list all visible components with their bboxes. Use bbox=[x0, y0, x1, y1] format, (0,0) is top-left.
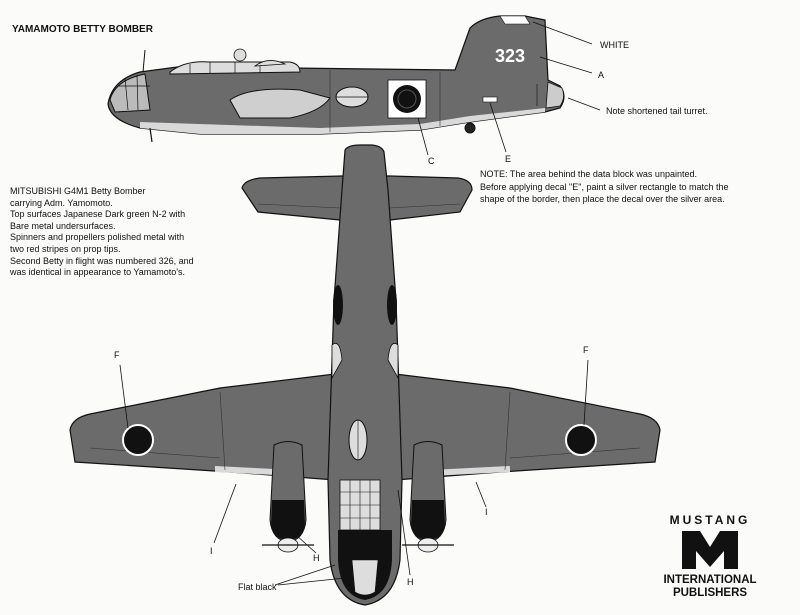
callout-f-left: F bbox=[114, 350, 120, 360]
callout-a: A bbox=[598, 70, 605, 80]
side-view: 323 bbox=[107, 15, 601, 156]
callout-i-right: I bbox=[485, 507, 488, 517]
logo-mustang: MUSTANG bbox=[669, 513, 751, 527]
description-line: was identical in appearance to Yamamoto'… bbox=[10, 267, 185, 278]
tail-white-band bbox=[499, 15, 531, 25]
publisher-logo: MUSTANG INTERNATIONAL PUBLISHERS bbox=[650, 513, 770, 600]
description-line: Top surfaces Japanese Dark green N-2 wit… bbox=[10, 209, 186, 220]
left-wing-roundel bbox=[122, 424, 154, 456]
logo-international: INTERNATIONAL bbox=[663, 574, 757, 586]
callout-c: C bbox=[428, 156, 435, 166]
description-line: MITSUBISHI G4M1 Betty Bomber bbox=[10, 186, 146, 196]
callout-tail-turret: Note shortened tail turret. bbox=[606, 106, 708, 116]
page-title: YAMAMOTO BETTY BOMBER bbox=[12, 24, 153, 35]
description-line: carrying Adm. Yamomoto. bbox=[10, 197, 113, 208]
callout-h-right: H bbox=[407, 577, 414, 587]
side-fuselage bbox=[107, 15, 565, 135]
logo-publishers: PUBLISHERS bbox=[672, 587, 748, 599]
note-line: shape of the border, then place the deca… bbox=[480, 194, 725, 204]
top-view bbox=[69, 144, 661, 606]
note-block: NOTE: The area behind the data block was… bbox=[480, 168, 780, 206]
callout-i-left: I bbox=[210, 546, 213, 556]
right-wing-roundel bbox=[565, 424, 597, 456]
callout-h-left: H bbox=[313, 553, 320, 563]
callout-e: E bbox=[505, 154, 512, 164]
note-line: NOTE: The area behind the data block was… bbox=[480, 169, 697, 179]
tail-number: 323 bbox=[495, 46, 525, 66]
description-line: two red stripes on prop tips. bbox=[10, 243, 121, 254]
callout-f-right: F bbox=[583, 345, 589, 355]
description-line: Second Betty in flight was numbered 326,… bbox=[10, 255, 194, 266]
description-line: Spinners and propellers polished metal w… bbox=[10, 232, 185, 243]
side-nose-glazing bbox=[109, 73, 151, 113]
description-block: MITSUBISHI G4M1 Betty Bomber carrying Ad… bbox=[10, 186, 194, 279]
logo-m-icon bbox=[682, 531, 738, 569]
callout-flat-black: Flat black bbox=[238, 582, 277, 592]
description-line: Bare metal undersurfaces. bbox=[10, 220, 116, 231]
side-underside bbox=[140, 108, 545, 134]
note-line: Before applying decal "E", paint a silve… bbox=[480, 181, 729, 192]
side-roundel bbox=[393, 85, 421, 113]
callout-white: WHITE bbox=[600, 40, 629, 50]
